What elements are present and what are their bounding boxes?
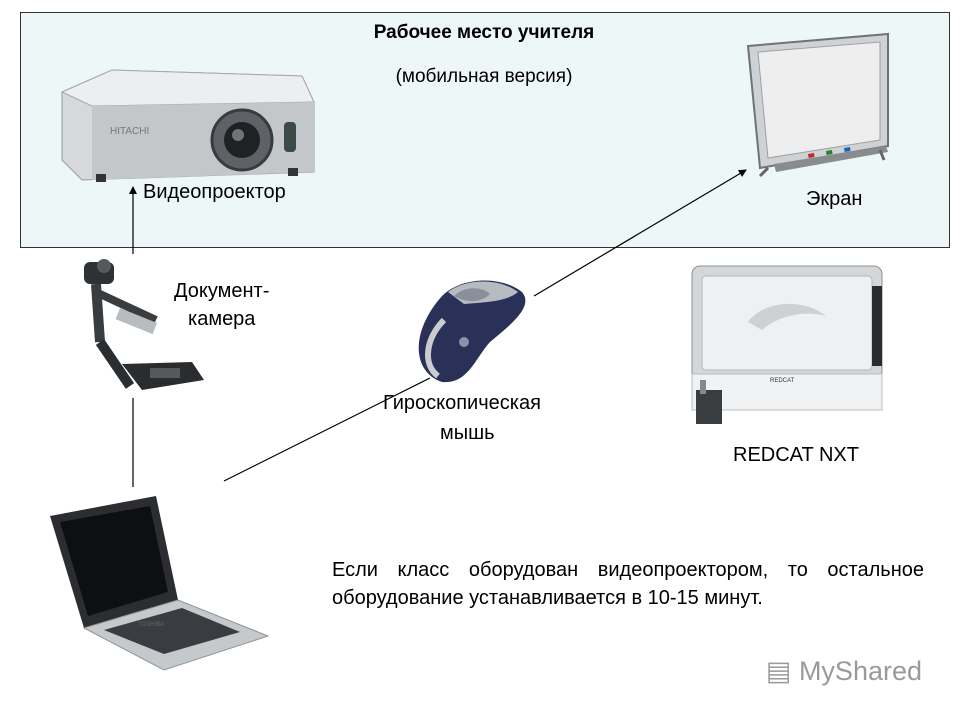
- document-camera-label-line1: Документ-: [174, 280, 270, 302]
- document-camera-label-line2: камера: [188, 308, 256, 330]
- projector-label: Видеопроектор: [143, 181, 286, 203]
- laptop-brand: TOSHIBA: [138, 622, 164, 628]
- diagram-subtitle: (мобильная версия): [395, 66, 573, 87]
- mouse-to-screen-arrow: [533, 169, 747, 297]
- laptop-to-mouse-line: [223, 377, 431, 482]
- watermark-text: MyShared: [798, 656, 922, 686]
- diagram-title: Рабочее место учителя: [373, 22, 595, 43]
- gyroscopic-mouse-label-line2: мышь: [440, 422, 495, 444]
- redcat-nxt-image: REDCAT: [691, 265, 883, 424]
- laptop-image: TOSHIBA: [50, 496, 270, 671]
- document-camera-image: [84, 259, 204, 390]
- projector-image: HITACHI: [60, 69, 315, 182]
- watermark-logo-icon: ▤: [765, 656, 792, 686]
- gyroscopic-mouse-image: [418, 280, 526, 383]
- redcat-badge: REDCAT: [770, 378, 795, 384]
- myshared-watermark: ▤ MyShared: [766, 656, 922, 687]
- screen-image: [746, 32, 889, 178]
- redcat-nxt-label: REDCAT NXT: [733, 444, 859, 466]
- installation-note: Если класс оборудован видеопроектором, т…: [332, 559, 924, 609]
- screen-label: Экран: [806, 188, 863, 210]
- gyroscopic-mouse-label-line1: Гироскопическая: [383, 392, 541, 414]
- projector-brand: HITACHI: [110, 126, 149, 137]
